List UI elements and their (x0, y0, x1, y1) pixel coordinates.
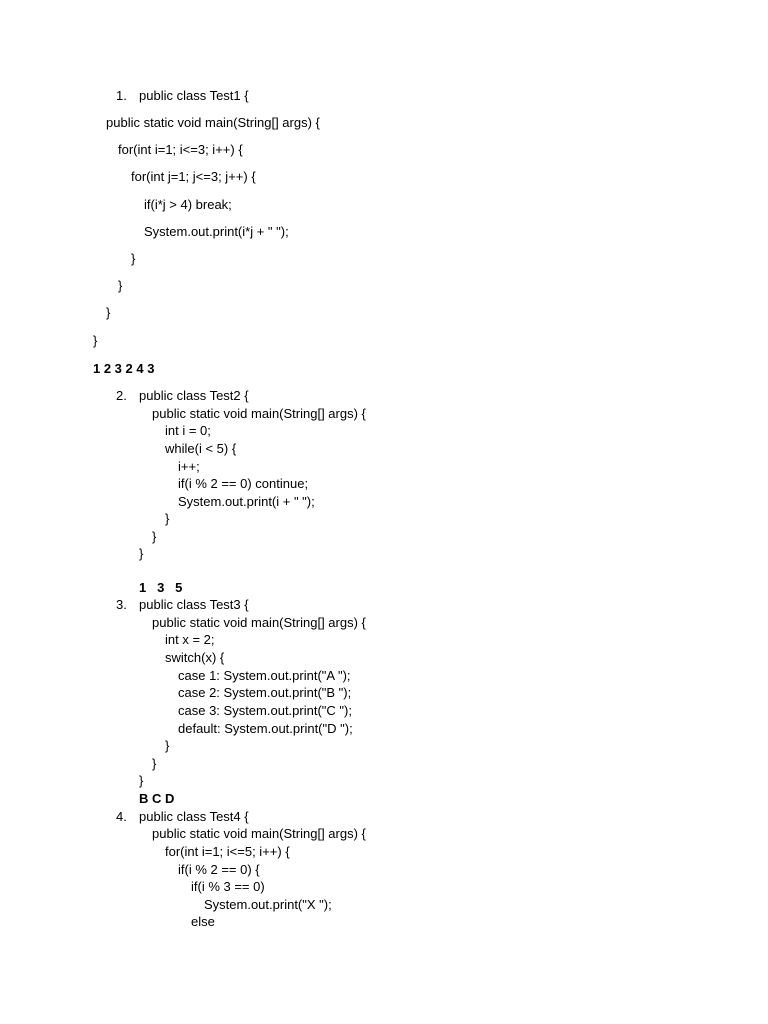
q4-code-line: if(i % 2 == 0) { (178, 862, 260, 877)
q3-code-line: case 2: System.out.print("B "); (178, 685, 352, 700)
q4-code-line: if(i % 3 == 0) (191, 879, 265, 894)
q3-code-line: case 1: System.out.print("A "); (178, 668, 351, 683)
q4-code-line: for(int i=1; i<=5; i++) { (165, 844, 290, 859)
q2-code-line: public static void main(String[] args) { (152, 406, 366, 421)
q3-code-line: case 3: System.out.print("C "); (178, 703, 352, 718)
q3-code-line: } (152, 756, 157, 771)
q2-code-line: } (152, 529, 157, 544)
q3-code-line: } (165, 738, 170, 753)
q2-code-line: } (165, 511, 170, 526)
q4-code-line: else (191, 914, 215, 929)
q3-code-line: default: System.out.print("D "); (178, 721, 353, 736)
q1-code-line: for(int j=1; j<=3; j++) { (131, 169, 256, 184)
q2-code-line: public class Test2 { (139, 388, 249, 403)
q1-code-line: } (131, 251, 136, 266)
q1-code-line: for(int i=1; i<=3; i++) { (118, 142, 243, 157)
q4-number: 4. (116, 809, 127, 824)
q2-answer: 1 3 5 (139, 580, 183, 595)
q3-number: 3. (116, 597, 127, 612)
q1-code-line: System.out.print(i*j + " "); (144, 224, 289, 239)
q4-code-line: public class Test4 { (139, 809, 249, 824)
q1-code-line: public static void main(String[] args) { (106, 115, 320, 130)
q1-code-line: public class Test1 { (139, 88, 249, 103)
q1-code-line: } (106, 305, 111, 320)
q2-code-line: int i = 0; (165, 423, 211, 438)
q2-code-line: } (139, 546, 144, 561)
q4-code-line: System.out.print("X "); (204, 897, 332, 912)
q1-number: 1. (116, 88, 127, 103)
q1-answer: 1 2 3 2 4 3 (93, 361, 155, 376)
q2-number: 2. (116, 388, 127, 403)
q2-code-line: if(i % 2 == 0) continue; (178, 476, 309, 491)
q3-code-line: } (139, 773, 144, 788)
q1-code-line: } (118, 278, 123, 293)
q2-code-line: i++; (178, 459, 200, 474)
q3-code-line: public static void main(String[] args) { (152, 615, 366, 630)
q2-code-line: System.out.print(i + " "); (178, 494, 315, 509)
q4-code-line: public static void main(String[] args) { (152, 826, 366, 841)
q3-code-line: switch(x) { (165, 650, 225, 665)
q2-code-line: while(i < 5) { (165, 441, 237, 456)
q3-answer: B C D (139, 791, 175, 806)
q3-code-line: public class Test3 { (139, 597, 249, 612)
q1-code-line: if(i*j > 4) break; (144, 197, 232, 212)
q3-code-line: int x = 2; (165, 632, 215, 647)
q1-code-line: } (93, 333, 98, 348)
